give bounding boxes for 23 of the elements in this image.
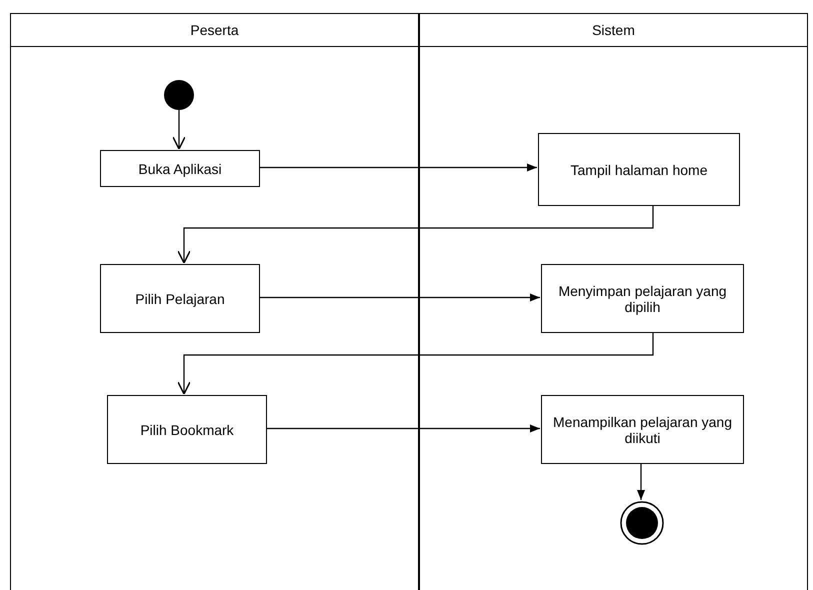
arrow	[637, 463, 645, 500]
activity-label: Menyimpan pelajaran yang dipilih	[557, 282, 728, 314]
swimlane	[419, 13, 808, 590]
arrow	[259, 294, 540, 302]
activity-label: Pilih Pelajaran	[135, 290, 225, 306]
activity-box	[538, 133, 740, 206]
lane-title: Sistem	[592, 22, 635, 38]
activity-box	[541, 395, 744, 464]
arrow	[266, 424, 540, 432]
arrow	[177, 205, 654, 264]
activity-box	[541, 264, 744, 333]
arrow	[259, 164, 537, 172]
activity-label: Buka Aplikasi	[138, 160, 222, 176]
activity-box	[100, 150, 260, 187]
activity-label: Menampilkan pelajaran yang diikuti	[552, 414, 733, 446]
swimlane	[10, 13, 419, 590]
activity-label: Pilih Bookmark	[140, 422, 234, 438]
arrow	[177, 332, 654, 395]
activity-label: Tampil halaman home	[570, 162, 708, 178]
arrow	[172, 110, 186, 150]
lane-title: Peserta	[190, 22, 239, 38]
activity-box	[100, 264, 260, 333]
activity-box	[107, 395, 267, 464]
